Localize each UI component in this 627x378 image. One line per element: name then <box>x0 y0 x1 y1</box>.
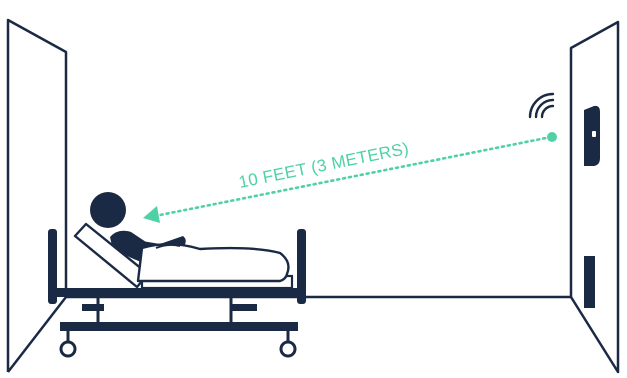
distance-arrowhead <box>143 206 160 223</box>
patient-head <box>90 192 126 228</box>
distance-indicator: 10 FEET (3 METERS) <box>143 132 557 223</box>
bed-base <box>60 322 298 331</box>
wifi-signal-icon <box>530 94 553 117</box>
right-wall <box>571 22 618 372</box>
bed-foot-post <box>297 229 306 304</box>
distance-origin-dot <box>547 132 557 142</box>
patient-blanket <box>138 244 288 281</box>
bed-wheel-right <box>281 342 295 356</box>
distance-label: 10 FEET (3 METERS) <box>237 139 411 192</box>
bed-frame <box>57 288 297 297</box>
wall-device-icon <box>584 106 600 166</box>
wall-lower-panel <box>584 256 595 308</box>
bed-head-post <box>48 229 57 304</box>
bed-wheel-left <box>61 342 75 356</box>
bed-undercarriage <box>98 297 231 322</box>
left-wall <box>8 20 66 372</box>
